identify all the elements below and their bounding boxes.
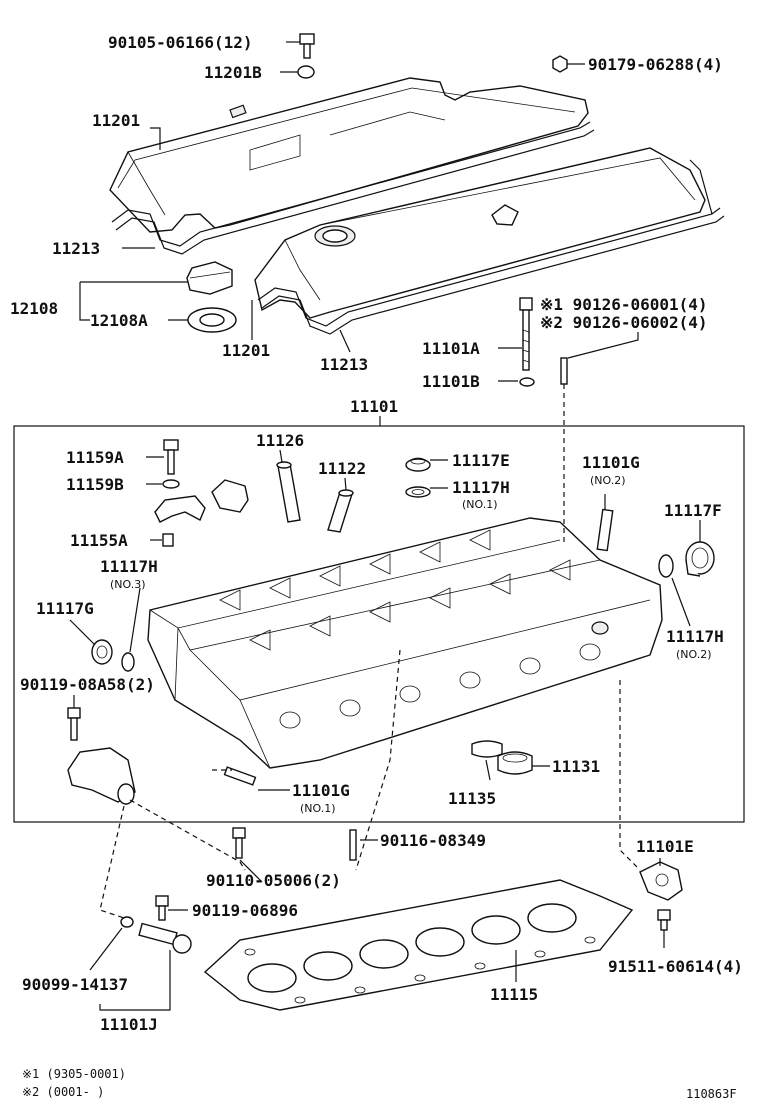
label-11213-lower: 11213 [320, 355, 368, 374]
label-11101B: 11101B [422, 372, 480, 391]
bolt-90119-a [67, 707, 81, 741]
plug-11117G [91, 639, 113, 665]
label-11117F: 11117F [664, 501, 722, 520]
plug-11117E [405, 457, 431, 472]
gasket-rear [111, 121, 595, 255]
gasket-11117H-no3 [121, 652, 135, 672]
label-11101G-no2: 11101G [582, 453, 640, 472]
label-90119-08A58: 90119-08A58(2) [20, 675, 155, 694]
label-11117H-no1-sub: (NO.1) [462, 498, 498, 511]
cylinder-head [147, 517, 663, 769]
tube-11126 [276, 461, 301, 523]
label-12108: 12108 [10, 299, 58, 318]
label-90105: 90105-06166(12) [108, 33, 253, 52]
label-11101G-no1-sub: (NO.1) [300, 802, 336, 815]
label-11117H-no1: 11117H [452, 478, 510, 497]
label-11117H-no2: 11117H [666, 627, 724, 646]
pin-11101G-no1 [223, 766, 257, 786]
sensor-11101J [138, 922, 192, 954]
sensor-bracket [67, 747, 136, 805]
label-11117H-no3-sub: (NO.3) [110, 578, 146, 591]
bearing-cap [154, 495, 206, 523]
label-11101A: 11101A [422, 339, 480, 358]
ring-11131 [497, 751, 533, 775]
gasket-front [257, 159, 725, 335]
label-11117H-no3: 11117H [100, 557, 158, 576]
label-11131: 11131 [552, 757, 600, 776]
label-11115: 11115 [490, 985, 538, 1004]
label-90126-1: ※1 90126-06001(4) [540, 295, 708, 314]
label-11201-lower: 11201 [222, 341, 270, 360]
washer-11159B [162, 479, 180, 489]
bolt-91511 [657, 909, 671, 931]
footnote-2: ※2 (0001- ) [22, 1085, 104, 1099]
tube-11122 [327, 489, 354, 533]
bearing-cap-2 [211, 479, 249, 513]
label-11101G-no1: 11101G [292, 781, 350, 800]
stud-90116 [349, 829, 357, 861]
nut-90179 [552, 55, 568, 73]
label-11201B: 11201B [204, 63, 262, 82]
leader-lines [69, 41, 701, 1011]
washer-11101B [519, 377, 535, 387]
label-11201-upper: 11201 [92, 111, 140, 130]
label-11126: 11126 [256, 431, 304, 450]
bolt-90105 [299, 33, 315, 59]
oil-filler-cap [186, 261, 233, 295]
stud-90126 [560, 357, 568, 385]
bolt-90110 [232, 827, 246, 859]
footnote-1: ※1 (9305-0001) [22, 1067, 126, 1081]
label-90126-2: ※2 90126-06002(4) [540, 313, 708, 332]
bolt-11159A [163, 439, 179, 475]
label-11213-left: 11213 [52, 239, 100, 258]
bolt-90119-b [155, 895, 169, 921]
o-ring-90099 [120, 916, 134, 928]
label-90099: 90099-14137 [22, 975, 128, 994]
label-11117E: 11117E [452, 451, 510, 470]
label-11101J: 11101J [100, 1015, 158, 1034]
ring-11135 [471, 740, 503, 758]
label-11101G-no2-sub: (NO.2) [590, 474, 626, 487]
label-90119-06896: 90119-06896 [192, 901, 298, 920]
plug-11117F [685, 541, 715, 577]
label-12108A: 12108A [90, 311, 148, 330]
label-11117H-no2-sub: (NO.2) [676, 648, 712, 661]
gasket-11117H-no1 [405, 486, 431, 498]
pin-11155A [162, 533, 174, 547]
label-11155A: 11155A [70, 531, 128, 550]
part-labels: 90105-06166(12) 11201B 90179-06288(4) 11… [10, 33, 743, 1034]
footnotes: ※1 (9305-0001) ※2 (0001- ) 110863F [22, 1067, 737, 1101]
valve-cover-rear [109, 77, 589, 233]
stud-bolt-11101A [519, 297, 533, 371]
label-11117G: 11117G [36, 599, 94, 618]
grommet-11201B [297, 65, 315, 79]
label-11101: 11101 [350, 397, 398, 416]
drawing-code: 110863F [686, 1087, 737, 1101]
cylinder-head-frame [13, 425, 745, 823]
label-11122: 11122 [318, 459, 366, 478]
valve-cover-front [254, 147, 706, 319]
label-91511: 91511-60614(4) [608, 957, 743, 976]
sensor-11101E [639, 861, 683, 901]
label-11159A: 11159A [66, 448, 124, 467]
label-11101E: 11101E [636, 837, 694, 856]
label-90110: 90110-05006(2) [206, 871, 341, 890]
label-90116: 90116-08349 [380, 831, 486, 850]
filler-cap-gasket [187, 307, 237, 333]
pin-11101G-no2 [596, 508, 614, 552]
label-90179: 90179-06288(4) [588, 55, 723, 74]
gasket-11117H-no2 [658, 554, 674, 578]
head-gasket [203, 879, 634, 1011]
label-11135: 11135 [448, 789, 496, 808]
label-11159B: 11159B [66, 475, 124, 494]
